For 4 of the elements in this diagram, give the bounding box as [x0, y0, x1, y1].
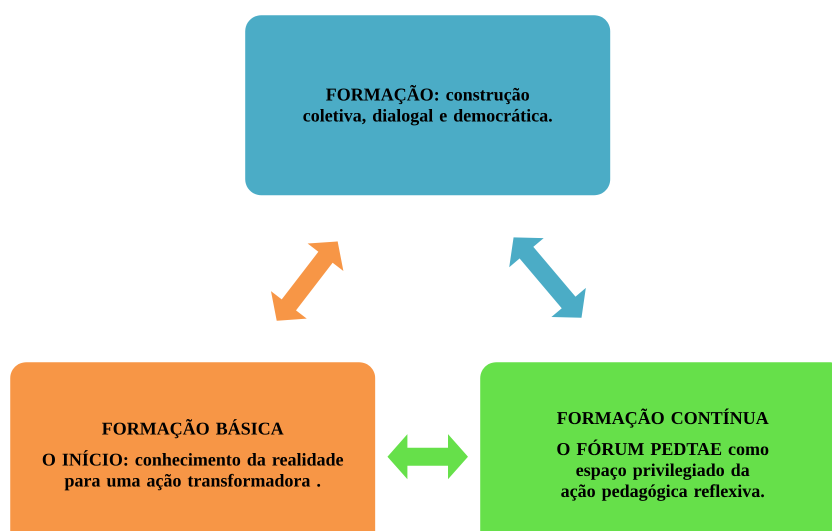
rounded-box: FORMAÇÃO CONTÍNUA O FÓRUM PEDTAE como espaço privilegiado da ação pedagógica reflexiva.	[480, 362, 832, 531]
rounded-box: FORMAÇÃO: construção coletiva, dialogal e democrática.	[245, 15, 610, 196]
rounded-box: FORMAÇÃO BÁSICA O INÍCIO: conhecimento da realidade para uma ação transformadora .	[10, 362, 376, 531]
double-arrow	[509, 237, 586, 318]
